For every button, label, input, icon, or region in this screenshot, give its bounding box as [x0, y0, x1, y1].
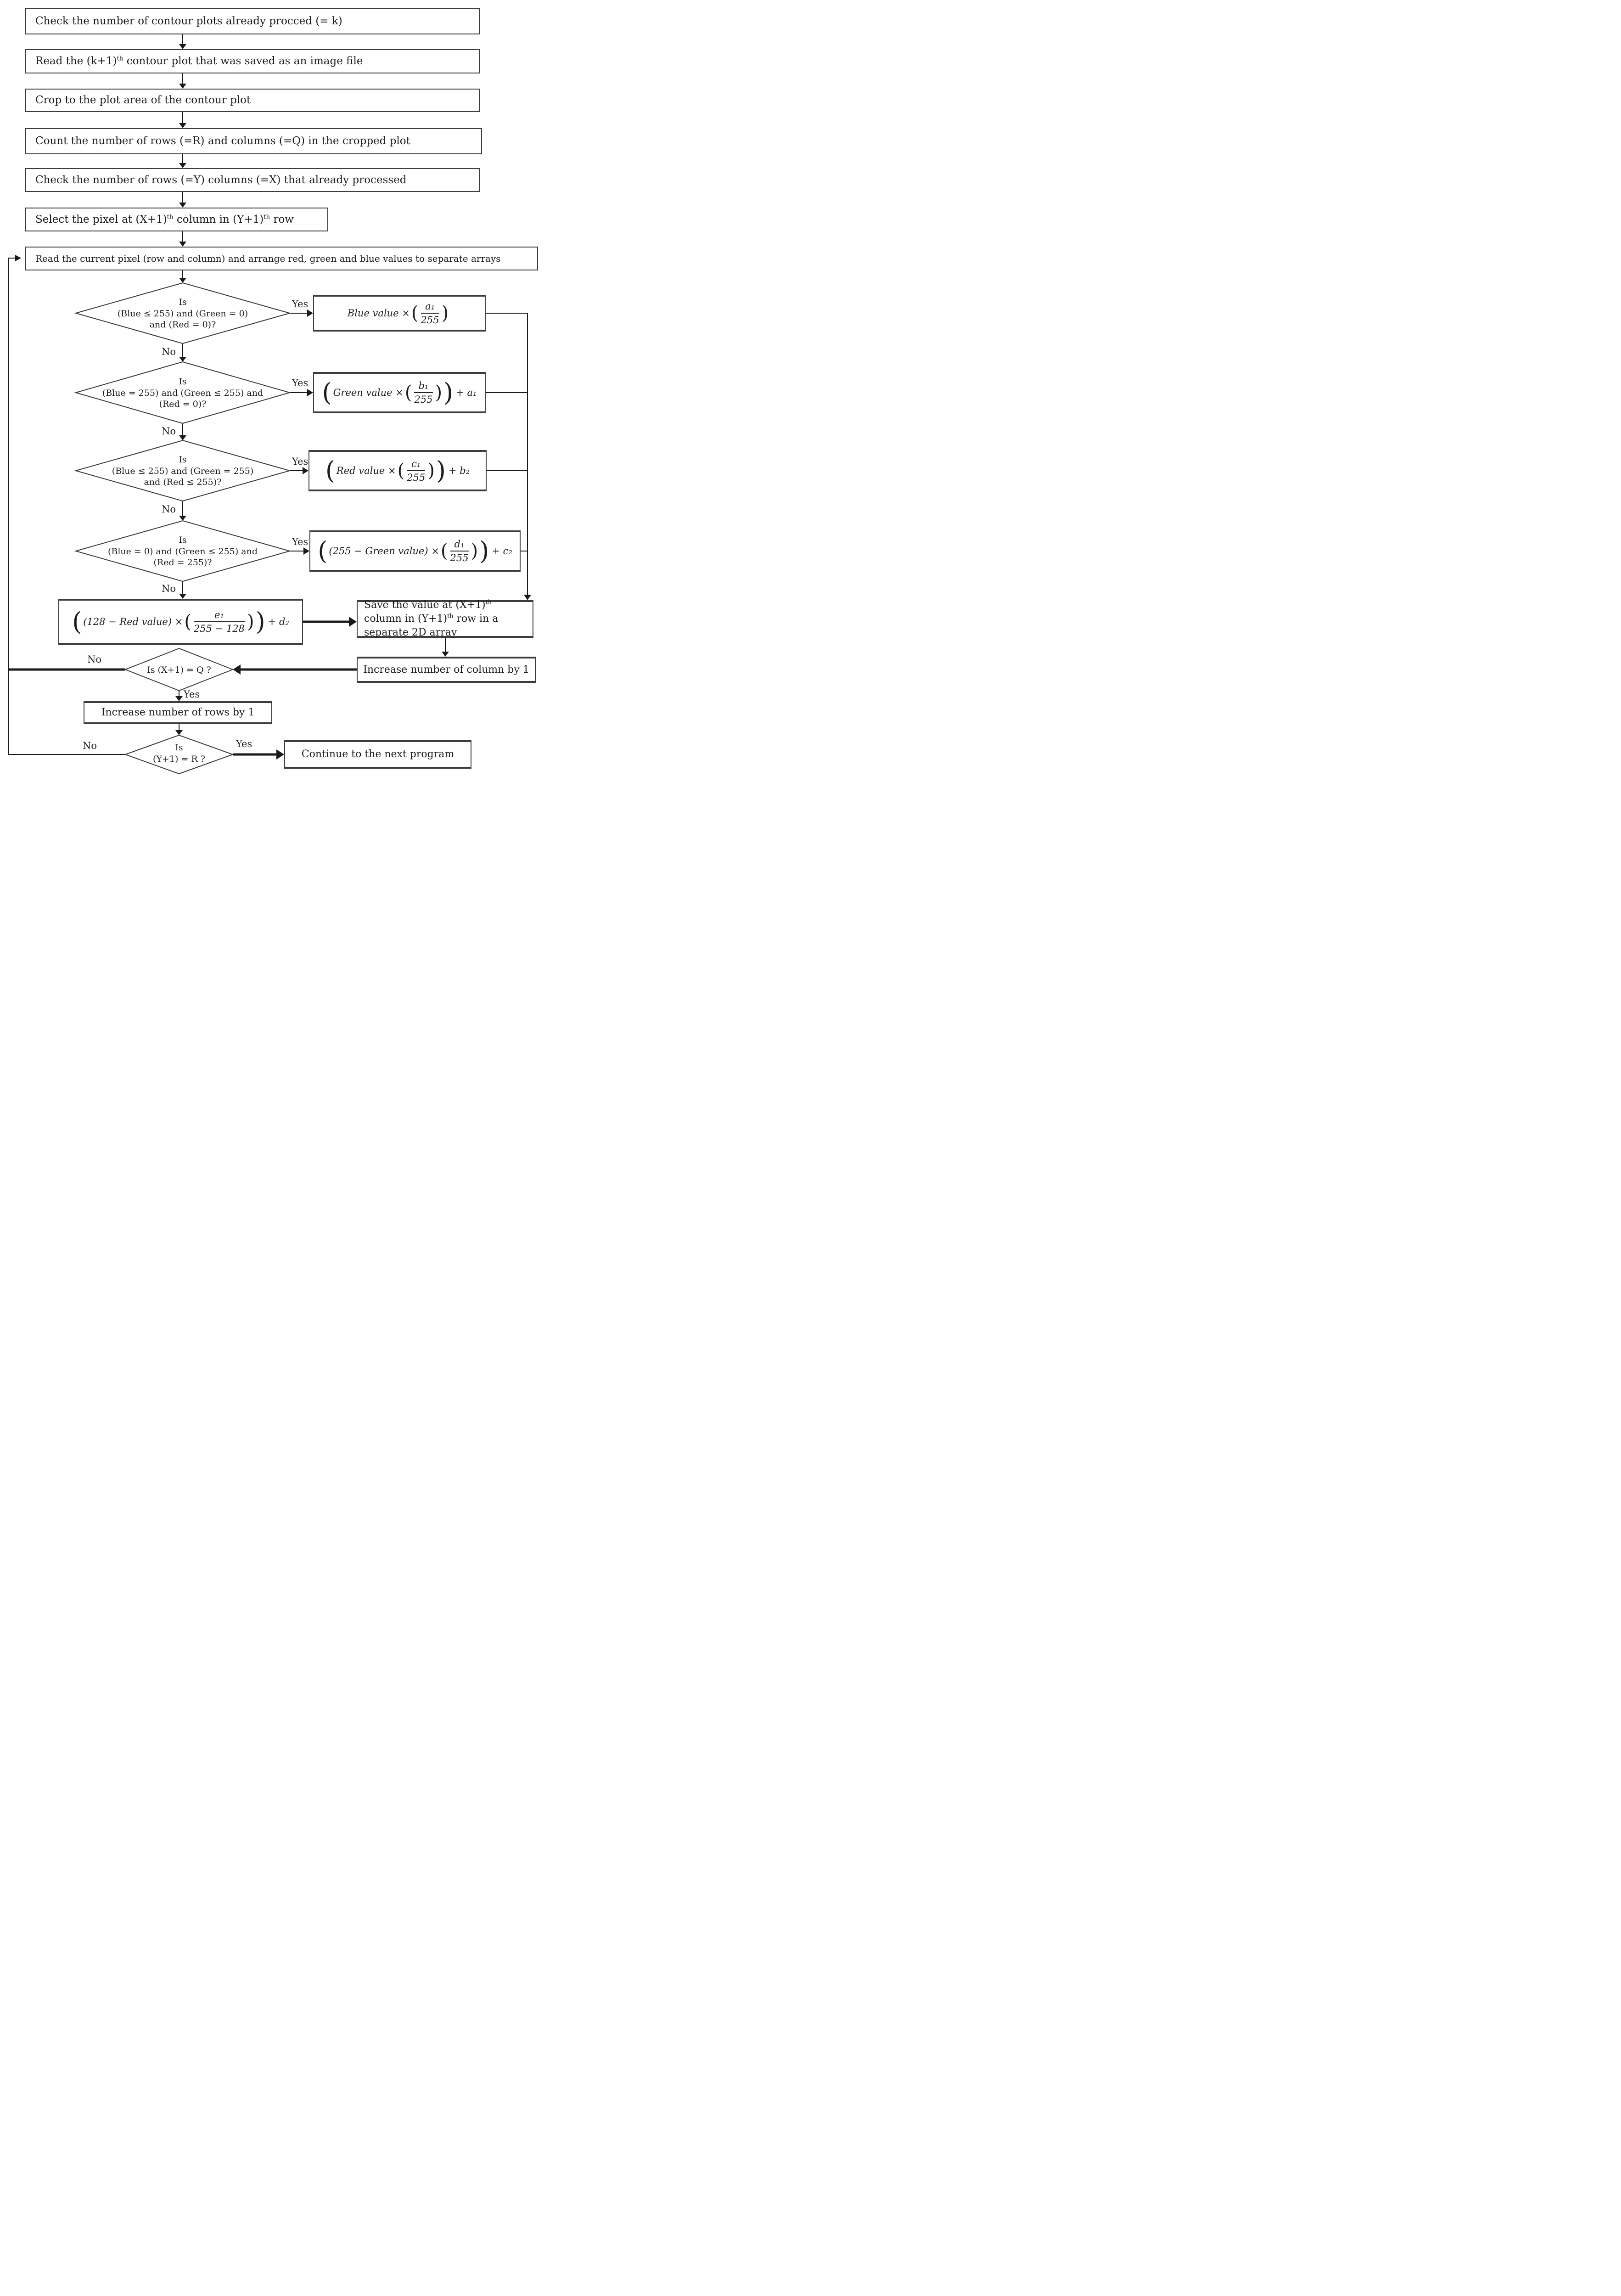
flowchart-canvas: Check the number of contour plots alread… — [0, 0, 540, 780]
open-paren: ( — [440, 540, 448, 562]
label-no-column-complete: No — [87, 654, 102, 665]
decision-blue-only-label: Is(Blue ≤ 255) and (Green = 0)and (Red =… — [117, 297, 248, 330]
connector-layer — [8, 34, 531, 775]
step-check-processed-rows-columns: Check the number of rows (=Y) columns (=… — [25, 168, 480, 192]
label-no-row-complete: No — [83, 740, 97, 751]
label-no-red-green: No — [162, 583, 176, 594]
step-save-value-label: Save the value at (X+1)th column in (Y+1… — [364, 599, 499, 638]
label-yes-green-red: Yes — [292, 456, 308, 467]
label-yes-red-green: Yes — [292, 536, 308, 547]
formula-suffix: + c₂ — [492, 545, 512, 557]
step-check-processed-count-label: Check the number of contour plots alread… — [35, 15, 342, 27]
step-crop-plot-area-label: Crop to the plot area of the contour plo… — [35, 94, 251, 107]
step-read-contour-plot: Read the (k+1)th contour plot that was s… — [25, 49, 480, 73]
step-increase-rows: Increase number of rows by 1 — [84, 701, 272, 724]
close-paren: ) — [479, 536, 489, 565]
decision-blue-only-shape — [74, 282, 292, 344]
formula-prefix: (255 − Green value) × — [329, 545, 439, 557]
decision-green-red-shape — [74, 439, 292, 502]
step-continue-next-program: Continue to the next program — [284, 740, 471, 769]
label-yes-row-complete: Yes — [236, 738, 252, 749]
label-no-blue-only: No — [162, 346, 176, 357]
formula-suffix: + a₁ — [456, 387, 477, 398]
step-select-pixel-label: Select the pixel at (X+1)th column in (Y… — [35, 213, 294, 225]
close-paren: ) — [436, 456, 446, 485]
close-paren: ) — [435, 382, 443, 403]
open-paren: ( — [411, 303, 419, 324]
step-count-rows-columns-label: Count the number of rows (=R) and column… — [35, 135, 410, 147]
close-paren: ) — [471, 540, 478, 562]
decision-blue-green-shape — [74, 361, 292, 424]
close-paren: ) — [427, 460, 435, 481]
decision-green-red-label: Is(Blue ≤ 255) and (Green = 255)and (Red… — [112, 455, 254, 488]
label-no-green-red: No — [162, 504, 176, 515]
step-read-contour-plot-label: Read the (k+1)th contour plot that was s… — [35, 55, 363, 68]
decision-row-complete-shape — [124, 734, 234, 775]
formula-suffix: + b₂ — [449, 465, 470, 476]
step-read-pixel-rgb: Read the current pixel (row and column) … — [25, 247, 538, 270]
formula-suffix: + d₂ — [268, 616, 289, 627]
label-no-blue-green: No — [162, 426, 176, 437]
open-paren: ( — [318, 536, 328, 565]
open-paren: ( — [404, 382, 412, 403]
step-count-rows-columns: Count the number of rows (=R) and column… — [25, 128, 482, 154]
decision-red-green-shape — [74, 520, 292, 582]
formula-prefix: Red value × — [336, 465, 396, 476]
decision-row-complete-label: Is(Y+1) = R ? — [153, 743, 205, 764]
step-check-processed-count: Check the number of contour plots alread… — [25, 8, 480, 34]
formula-prefix: Green value × — [333, 387, 404, 398]
step-crop-plot-area: Crop to the plot area of the contour plo… — [25, 89, 480, 112]
step-save-value: Save the value at (X+1)th column in (Y+1… — [357, 599, 533, 638]
label-yes-blue-only: Yes — [292, 298, 308, 310]
step-select-pixel: Select the pixel at (X+1)th column in (Y… — [25, 208, 328, 231]
step-read-pixel-rgb-label: Read the current pixel (row and column) … — [35, 253, 501, 264]
close-paren: ) — [441, 303, 449, 324]
formula-prefix: (128 − Red value) × — [83, 616, 183, 627]
step-increase-column: Increase number of column by 1 — [357, 657, 536, 683]
open-paren: ( — [184, 611, 191, 632]
formula-prefix: Blue value × — [347, 307, 410, 319]
label-yes-column-complete: Yes — [184, 689, 200, 700]
step-continue-next-program-label: Continue to the next program — [301, 748, 454, 760]
decision-column-complete-label: Is (X+1) = Q ? — [147, 665, 211, 675]
close-paren: ) — [443, 377, 454, 407]
decision-column-complete-shape — [124, 647, 234, 692]
decision-blue-green-label: Is(Blue = 255) and (Green ≤ 255) and(Red… — [102, 377, 264, 410]
open-paren: ( — [72, 607, 82, 636]
step-increase-column-label: Increase number of column by 1 — [363, 664, 529, 675]
open-paren: ( — [322, 377, 332, 407]
step-increase-rows-label: Increase number of rows by 1 — [101, 707, 255, 719]
decision-red-green-label: Is(Blue = 0) and (Green ≤ 255) and(Red =… — [107, 535, 258, 568]
close-paren: ) — [247, 611, 254, 632]
open-paren: ( — [397, 460, 405, 481]
open-paren: ( — [325, 456, 335, 485]
label-yes-blue-green: Yes — [292, 377, 308, 388]
step-check-processed-rows-columns-label: Check the number of rows (=Y) columns (=… — [35, 174, 407, 186]
close-paren: ) — [255, 607, 265, 636]
